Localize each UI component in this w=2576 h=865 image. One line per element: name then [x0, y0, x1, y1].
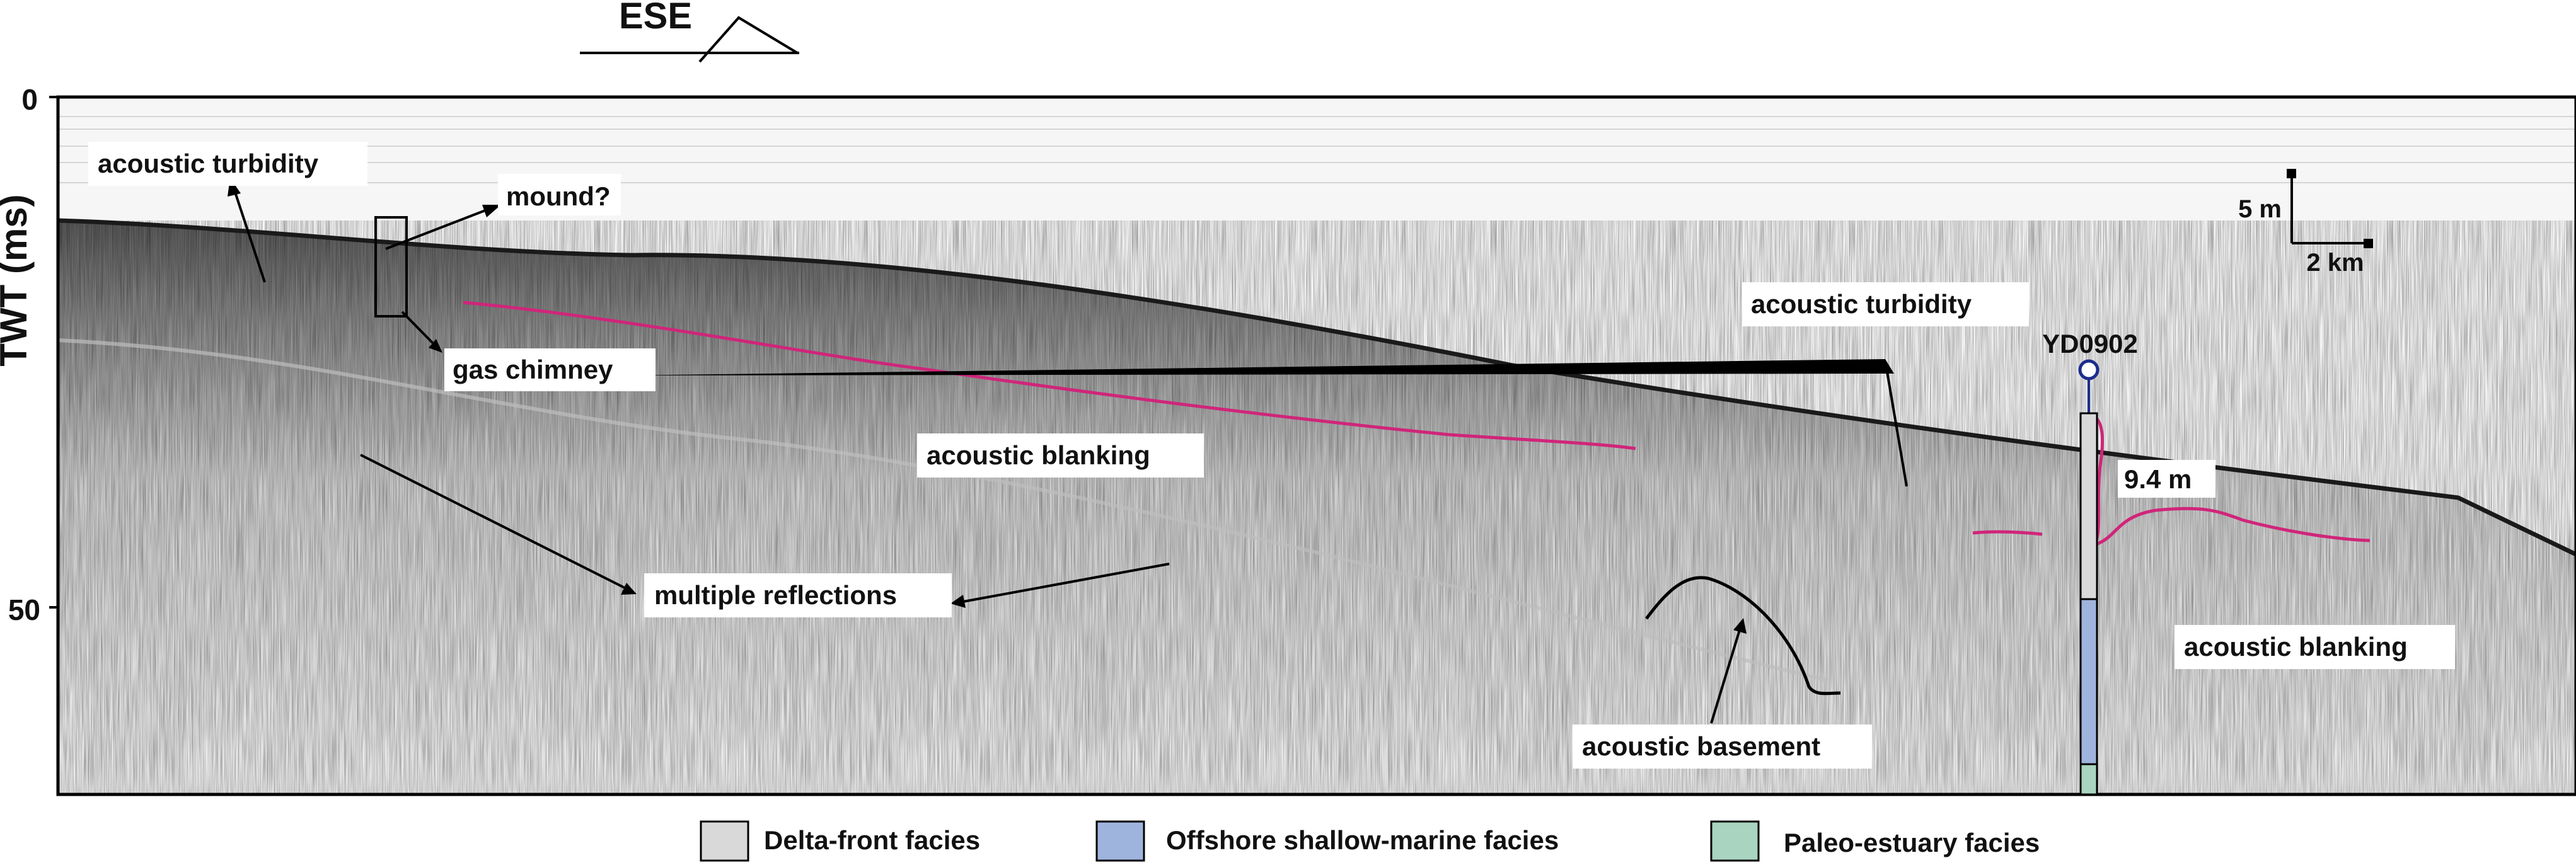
legend: Delta-front facies Offshore shallow-mari…: [700, 820, 2040, 862]
core-thickness-brace: [2091, 414, 2104, 543]
profile-frame: [56, 95, 2576, 796]
multiple-reflector: [58, 338, 1828, 682]
horizon-left: [463, 301, 1636, 450]
acoustic-basement-outline: [1645, 576, 1841, 696]
y-tick-label-50: 50: [8, 593, 40, 626]
label-bg-mound: [498, 174, 621, 215]
thickness-label-bg: [2118, 460, 2215, 498]
label-bg-basement: [1573, 725, 1872, 769]
legend-item-offshore: Offshore shallow-marine facies: [1095, 820, 1559, 862]
scale-bar-right-cap: [2364, 239, 2373, 248]
label-acoustic-blanking-center: acoustic blanking: [927, 440, 1150, 470]
scale-vertical-label: 5 m: [2238, 195, 2282, 223]
legend-swatch-paleo-estuary: [1710, 820, 1760, 862]
core-delta-front-segment: [2079, 412, 2098, 600]
y-axis: TWT (ms) 0 50: [0, 83, 58, 626]
scale-horizontal-label: 2 km: [2306, 249, 2364, 277]
horizon-right-a: [1972, 530, 2043, 536]
legend-label-delta-front: Delta-front facies: [764, 825, 980, 855]
scale-bar: 5 m 2 km: [2238, 169, 2373, 277]
water-column-stripes: [58, 116, 2576, 183]
label-bg-turbidity-right: [1742, 282, 2029, 326]
y-axis-label: TWT (ms): [0, 194, 35, 366]
direction-label: ESE: [619, 0, 692, 37]
label-acoustic-turbidity-left: acoustic turbidity: [98, 149, 319, 178]
label-bg-blanking-center: [917, 433, 1204, 478]
label-bg-multiple: [644, 573, 952, 617]
direction-header: ESE: [580, 0, 799, 63]
legend-label-offshore: Offshore shallow-marine facies: [1166, 825, 1559, 855]
label-bg-turbidity-left: [88, 142, 367, 186]
label-acoustic-basement: acoustic basement: [1582, 731, 1820, 761]
sediment-vertical-streaks: [58, 221, 2576, 794]
label-acoustic-blanking-right: acoustic blanking: [2184, 632, 2408, 662]
arrow-basement: [1710, 629, 1741, 724]
arrow-turbidity-left: [233, 190, 266, 283]
legend-swatch-delta-front: [700, 820, 749, 862]
core-estuary-segment: [2079, 763, 2098, 796]
legend-item-delta-front: Delta-front facies: [700, 820, 980, 862]
core-yd0902: YD0902 9.4 m: [2042, 329, 2215, 796]
horizon-right-b: [2097, 507, 2371, 546]
arrow-mound: [385, 208, 489, 250]
core-thickness-label: 9.4 m: [2124, 464, 2192, 494]
core-offshore-segment: [2079, 598, 2098, 765]
arrow-turbidity-right: [1886, 371, 1908, 487]
arrow-gas-chimney: [401, 311, 436, 347]
y-tick-label-0: 0: [21, 83, 38, 116]
legend-item-paleo-estuary: Paleo-estuary facies: [1710, 820, 2040, 862]
arrow-multiple-left: [360, 454, 628, 590]
label-bg-blanking-right: [2175, 625, 2455, 669]
annotation-arrows: [228, 178, 1908, 724]
gas-chimney-box: [374, 216, 408, 318]
legend-label-paleo-estuary: Paleo-estuary facies: [1784, 828, 2040, 857]
scale-bar-top-cap: [2287, 169, 2296, 178]
arrow-multiple-right: [962, 563, 1170, 603]
seismic-section: [58, 97, 2576, 794]
direction-arrow-icon: [698, 16, 799, 63]
label-acoustic-turbidity-right: acoustic turbidity: [1751, 289, 1972, 319]
core-marker-icon: [2078, 359, 2099, 381]
label-gas-chimney: gas chimney: [453, 355, 613, 384]
core-name: YD0902: [2042, 329, 2138, 358]
label-mound: mound?: [506, 181, 611, 211]
label-bg-gas-chimney: [444, 348, 656, 391]
legend-swatch-offshore: [1095, 820, 1145, 862]
annotation-labels: acoustic turbidity mound? gas chimney ac…: [88, 142, 2455, 769]
label-multiple-reflections: multiple reflections: [654, 580, 897, 610]
